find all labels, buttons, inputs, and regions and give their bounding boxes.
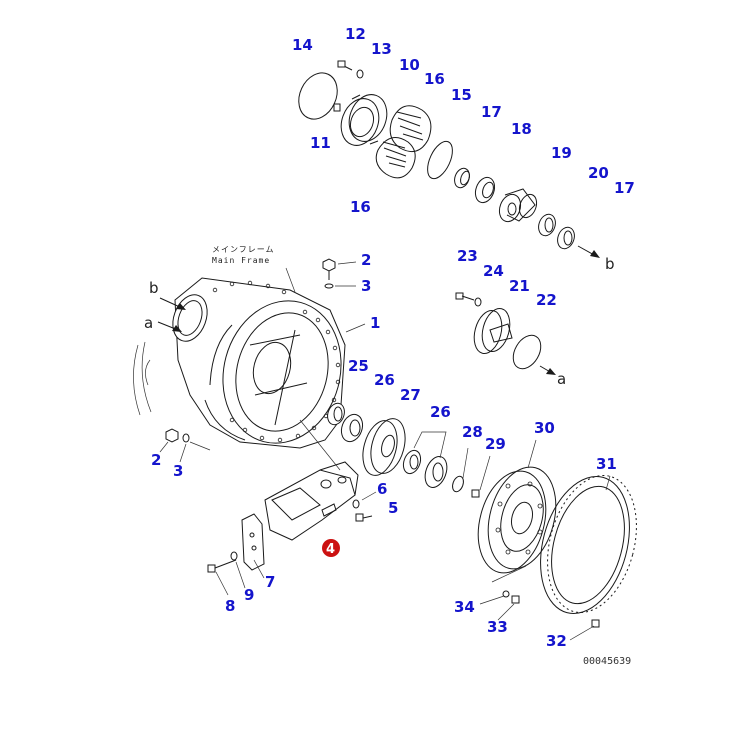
part-label-2-lower: 2	[151, 451, 161, 469]
bolt-12[interactable]	[337, 60, 346, 68]
part-label-32: 32	[546, 632, 567, 650]
arrow-label-a-left: a	[144, 314, 153, 332]
part-label-7: 7	[265, 573, 275, 591]
part-label-29: 29	[485, 435, 506, 453]
part-label-3-upper: 3	[361, 277, 371, 295]
housing-10[interactable]	[335, 89, 393, 150]
part-label-33: 33	[487, 618, 508, 636]
o-ring-3-lower[interactable]	[182, 433, 190, 443]
washer-34[interactable]	[502, 590, 510, 598]
part-label-17-lower: 17	[614, 179, 635, 197]
svg-text:4: 4	[326, 542, 335, 557]
o-ring-22[interactable]	[508, 330, 547, 373]
carrier-27[interactable]	[357, 415, 410, 479]
drive-hub-30[interactable]	[468, 459, 567, 580]
washer-13[interactable]	[356, 69, 364, 79]
part-label-13: 13	[371, 40, 392, 58]
sprocket-31[interactable]	[526, 466, 650, 624]
part-label-24: 24	[483, 262, 504, 280]
bearing-26-right[interactable]	[400, 448, 450, 490]
part-label-1: 1	[370, 314, 380, 332]
frame-label-jp: メインフレーム	[212, 245, 275, 254]
bolt-32[interactable]	[591, 619, 600, 628]
part-label-23: 23	[457, 247, 478, 265]
bolt-33[interactable]	[511, 595, 520, 604]
bearing-26-left[interactable]	[338, 411, 366, 444]
part-label-8: 8	[225, 597, 235, 615]
part-label-26-left: 26	[374, 371, 395, 389]
o-ring-14[interactable]	[292, 67, 345, 126]
part-label-21: 21	[509, 277, 530, 295]
part-label-11: 11	[310, 134, 331, 152]
flow-arrows-frame	[157, 297, 186, 332]
hub-19[interactable]	[496, 188, 540, 225]
upper-hub-assembly	[292, 60, 600, 258]
part-label-20: 20	[588, 164, 609, 182]
o-ring-3-upper[interactable]	[324, 283, 334, 289]
washer-24[interactable]	[474, 297, 482, 307]
part-label-27: 27	[400, 386, 421, 404]
bolt-29[interactable]	[471, 489, 480, 498]
part-label-14: 14	[292, 36, 313, 54]
part-label-17-upper: 17	[481, 103, 502, 121]
frame-label: メインフレーム Main Frame	[212, 245, 275, 265]
seal-segments-16[interactable]	[375, 105, 432, 179]
part-label-19: 19	[551, 144, 572, 162]
part-label-26-right: 26	[430, 403, 451, 421]
part-label-30: 30	[534, 419, 555, 437]
washer-9[interactable]	[230, 551, 238, 561]
bolt-11[interactable]	[333, 103, 341, 112]
part-label-2-upper: 2	[361, 251, 371, 269]
o-ring-15[interactable]	[422, 138, 457, 183]
arrow-label-a-right: a	[557, 370, 566, 388]
part-label-12: 12	[345, 25, 366, 43]
plug-2-lower[interactable]	[165, 428, 179, 443]
bolt-8[interactable]	[207, 564, 216, 573]
part-label-25: 25	[348, 357, 369, 375]
part-label-16-lower: 16	[350, 198, 371, 216]
part-label-5: 5	[388, 499, 398, 517]
part-label-34: 34	[454, 598, 475, 616]
part-label-6: 6	[377, 480, 387, 498]
part-label-22: 22	[536, 291, 557, 309]
arrow-label-b-left: b	[149, 279, 159, 297]
plate-7[interactable]	[241, 513, 265, 571]
washer-6[interactable]	[352, 499, 360, 509]
bolt-23[interactable]	[455, 292, 464, 300]
part-label-28: 28	[462, 423, 483, 441]
part-label-16-upper: 16	[424, 70, 445, 88]
part-label-10: 10	[399, 56, 420, 74]
part-label-4-highlight[interactable]: 4	[322, 539, 340, 557]
part-label-31: 31	[596, 455, 617, 473]
main-frame-1[interactable]	[133, 267, 366, 457]
cover-21[interactable]	[470, 305, 515, 356]
part-label-15: 15	[451, 86, 472, 104]
ring-20[interactable]	[536, 212, 559, 238]
part-number-labels: 1 2 2 3 3 4 5 6 7 8 9 10 11 12 13 14 15 …	[151, 25, 635, 650]
part-label-3-lower: 3	[173, 462, 183, 480]
bracket-4[interactable]	[264, 419, 359, 541]
drawing-code: 00045639	[583, 656, 631, 667]
bearing-18[interactable]	[472, 175, 498, 206]
plug-2-upper[interactable]	[322, 258, 336, 280]
cover-assembly	[455, 292, 556, 375]
arrow-label-b-right: b	[605, 255, 615, 273]
bolt-5[interactable]	[355, 513, 364, 522]
ring-17-lower[interactable]	[555, 225, 578, 251]
part-label-9: 9	[244, 586, 254, 604]
part-label-18: 18	[511, 120, 532, 138]
spacer-28[interactable]	[451, 475, 466, 493]
frame-label-en: Main Frame	[212, 256, 270, 265]
